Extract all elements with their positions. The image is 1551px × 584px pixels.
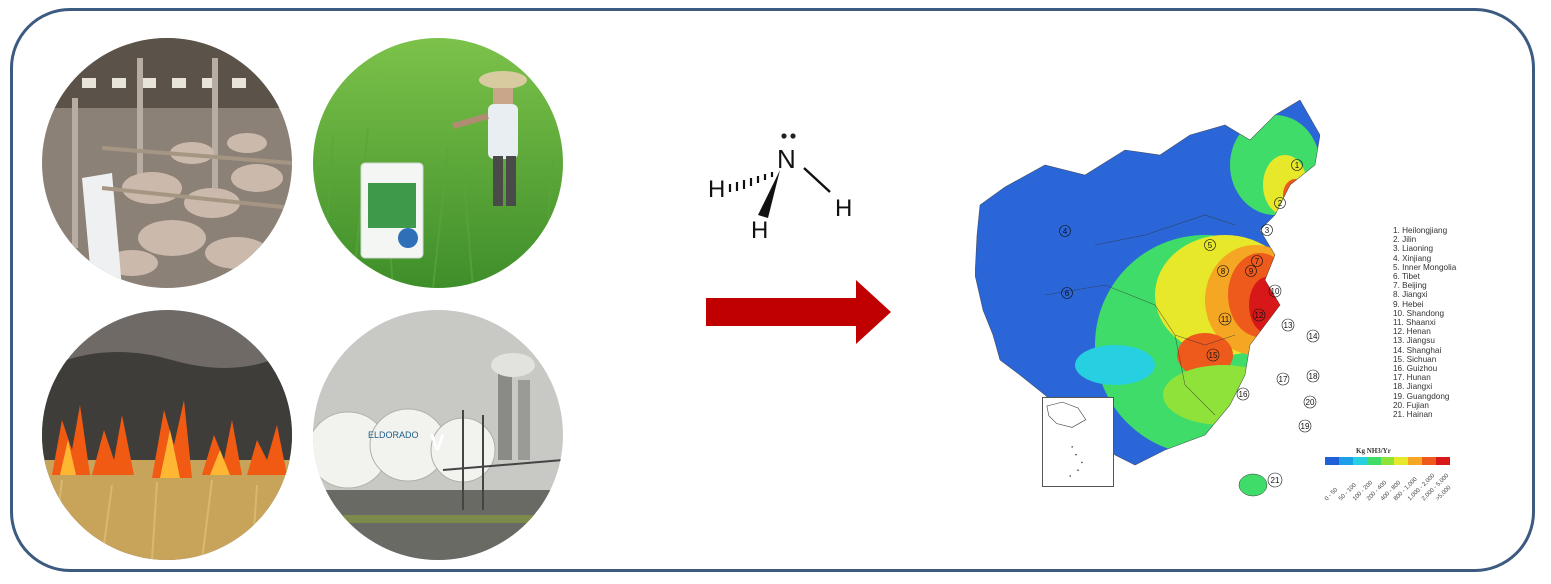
province-item: 18. Jiangxi: [1393, 382, 1433, 392]
svg-text:2: 2: [1278, 199, 1283, 208]
province-item: 1. Heilongjiang: [1393, 226, 1448, 235]
biomass-burning-photo: [42, 310, 292, 560]
fertilizer-field-photo: [313, 38, 563, 288]
svg-text:3: 3: [1265, 226, 1270, 235]
province-item: 8. Jiangxi: [1393, 290, 1428, 300]
color-scale-swatch: [1352, 457, 1367, 465]
province-item: 19. Guangdong: [1393, 391, 1450, 401]
color-scale-swatch: [1325, 457, 1339, 465]
province-item: 13. Jiangsu: [1393, 336, 1435, 346]
province-item: 14. Shanghai: [1393, 345, 1442, 355]
svg-text:20: 20: [1306, 398, 1315, 407]
color-scale-ramp: [1325, 457, 1451, 465]
province-item: 15. Sichuan: [1393, 354, 1437, 364]
color-scale-label: 0 - 50: [1324, 487, 1340, 503]
region-marker-20: 20: [1303, 395, 1317, 409]
industrial-plant-photo: ELDORADO V: [313, 310, 563, 560]
province-item: 7. Beijing: [1393, 281, 1427, 291]
region-marker-1: 1: [1291, 159, 1303, 171]
ammonia-molecule: N H H H: [708, 133, 852, 244]
region-marker-8: 8: [1217, 265, 1229, 277]
svg-text:15: 15: [1209, 351, 1218, 360]
province-item: 2. Jilin: [1393, 235, 1417, 245]
svg-text:16: 16: [1239, 390, 1248, 399]
province-item: 6. Tibet: [1393, 272, 1420, 282]
hydrogen-atom-bottom: H: [751, 217, 768, 244]
svg-text:5: 5: [1208, 241, 1213, 250]
color-scale-swatch: [1338, 457, 1353, 465]
region-marker-12: 12: [1252, 308, 1266, 322]
svg-text:V: V: [430, 430, 445, 455]
content-frame: [10, 8, 1535, 572]
province-item: 17. Hunan: [1393, 373, 1431, 383]
svg-text:17: 17: [1279, 375, 1288, 384]
region-marker-6: 6: [1061, 287, 1073, 299]
color-scale-swatch: [1380, 457, 1395, 465]
region-marker-4: 4: [1059, 225, 1071, 237]
region-marker-3: 3: [1261, 224, 1273, 236]
province-item: 4. Xinjiang: [1393, 253, 1432, 263]
svg-text:19: 19: [1301, 422, 1310, 431]
region-marker-18: 18: [1306, 369, 1320, 383]
region-marker-13: 13: [1281, 318, 1295, 332]
svg-text:6: 6: [1065, 289, 1070, 298]
hydrogen-atom-left: H: [708, 176, 725, 203]
province-item: 20. Fujian: [1393, 400, 1429, 410]
svg-text:9: 9: [1249, 267, 1254, 276]
region-marker-16: 16: [1236, 387, 1250, 401]
region-marker-14: 14: [1306, 329, 1320, 343]
svg-text:21: 21: [1271, 476, 1280, 485]
color-scale-swatch: [1366, 457, 1381, 465]
svg-text:13: 13: [1284, 321, 1293, 330]
province-item: 3. Liaoning: [1393, 244, 1434, 254]
svg-text:4: 4: [1063, 227, 1068, 236]
province-item: 21. Hainan: [1393, 410, 1433, 420]
svg-text:11: 11: [1221, 315, 1230, 324]
color-scale-title: Kg NH3/Yr: [1356, 447, 1391, 455]
china-emission-map: 1 2 3 4 5 6 7 8 9 10 11 12 13 14 15 16 1…: [975, 99, 1320, 497]
region-marker-19: 19: [1298, 419, 1312, 433]
svg-text:7: 7: [1255, 257, 1260, 266]
nitrogen-atom: N: [777, 144, 796, 174]
color-scale-swatch: [1436, 457, 1451, 465]
province-item: 9. Hebei: [1393, 299, 1424, 309]
province-item: 12. Henan: [1393, 327, 1431, 337]
hydrogen-atom-right: H: [835, 195, 852, 222]
province-item: 5. Inner Mongolia: [1393, 262, 1457, 272]
region-marker-7: 7: [1251, 255, 1263, 267]
region-marker-9: 9: [1245, 265, 1257, 277]
wedge-bond: [758, 170, 780, 218]
province-item: 16. Guizhou: [1393, 364, 1438, 374]
color-scale-swatch: [1422, 457, 1437, 465]
livestock-farm-photo: [42, 38, 292, 288]
region-marker-21: 21: [1267, 472, 1283, 488]
region-marker-5: 5: [1204, 239, 1216, 251]
single-bond: [803, 167, 831, 193]
region-marker-11: 11: [1218, 312, 1232, 326]
svg-text:8: 8: [1221, 267, 1226, 276]
svg-text:10: 10: [1271, 287, 1280, 296]
refinery-sign: ELDORADO: [368, 430, 419, 440]
color-scale-swatch: [1394, 457, 1409, 465]
province-item: 11. Shaanxi: [1393, 318, 1436, 328]
region-marker-15: 15: [1206, 348, 1220, 362]
svg-text:18: 18: [1309, 372, 1318, 381]
region-marker-2: 2: [1274, 197, 1286, 209]
right-arrow-icon: [706, 280, 891, 344]
province-legend: 1. Heilongjiang 2. Jilin 3. Liaoning 4. …: [1393, 226, 1456, 419]
region-marker-17: 17: [1276, 372, 1290, 386]
svg-text:14: 14: [1309, 332, 1318, 341]
region-marker-10: 10: [1268, 284, 1282, 298]
province-item: 10. Shandong: [1393, 308, 1444, 318]
color-scale-swatch: [1408, 457, 1423, 465]
svg-text:1: 1: [1295, 161, 1300, 170]
svg-text:12: 12: [1255, 311, 1264, 320]
hashed-wedge-bond: [728, 172, 774, 192]
south-china-sea-inset: [1042, 397, 1114, 487]
